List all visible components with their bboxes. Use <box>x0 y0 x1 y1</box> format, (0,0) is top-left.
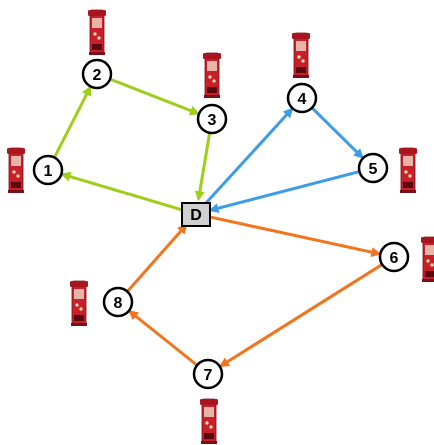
customer-node-circle <box>81 58 113 90</box>
depot-label: D <box>190 207 202 224</box>
route-edge-D-6 <box>209 215 382 258</box>
vending-machine-icon <box>69 280 89 327</box>
route-edge-6-7 <box>219 263 383 368</box>
customer-node-circle <box>357 152 389 184</box>
route-edge-7-8 <box>128 310 199 367</box>
customer-node-label: 8 <box>114 295 123 312</box>
route-edge-8-D <box>126 223 188 293</box>
depot-box <box>181 202 211 227</box>
vending-machine-icon <box>291 32 311 79</box>
route-edge-2-3 <box>109 77 200 116</box>
customer-nodes: 1 2 3 4 5 6 7 8 <box>32 58 410 390</box>
route-edge-3-D <box>194 132 212 202</box>
customer-node-label: 6 <box>390 250 399 267</box>
customer-node-circle <box>102 286 134 318</box>
route-edges <box>53 77 383 368</box>
vending-machine-icon <box>199 398 219 445</box>
customer-node-circle <box>192 358 224 390</box>
route-edge-1-2 <box>53 85 92 159</box>
customer-node-3: 3 <box>196 103 228 135</box>
route-edge-D-1 <box>60 171 184 212</box>
customer-node-label: 7 <box>204 367 213 384</box>
customer-node-7: 7 <box>192 358 224 390</box>
customer-node-circle <box>32 154 64 186</box>
vending-machine-icon <box>202 52 222 99</box>
customer-node-label: 5 <box>369 161 378 178</box>
customer-node-1: 1 <box>32 154 64 186</box>
customer-node-label: 3 <box>208 112 217 129</box>
customer-node-label: 1 <box>44 163 53 180</box>
route-edge-5-D <box>208 170 360 214</box>
customer-node-6: 6 <box>378 241 410 273</box>
customer-node-circle <box>378 241 410 273</box>
customer-node-8: 8 <box>102 286 134 318</box>
customer-node-2: 2 <box>81 58 113 90</box>
route-edge-D-4 <box>204 107 294 205</box>
customer-node-label: 4 <box>298 91 307 108</box>
vending-machine-icon <box>6 147 26 194</box>
customer-node-circle <box>196 103 228 135</box>
customer-node-4: 4 <box>286 82 318 114</box>
depot-node: D <box>181 202 211 227</box>
vending-machine-icon <box>398 147 418 194</box>
customer-node-label: 2 <box>93 67 102 84</box>
customer-node-5: 5 <box>357 152 389 184</box>
vending-machine-icon <box>87 9 107 56</box>
customer-node-circle <box>286 82 318 114</box>
route-edge-4-5 <box>310 106 364 159</box>
vending-machine-icon <box>420 236 434 283</box>
